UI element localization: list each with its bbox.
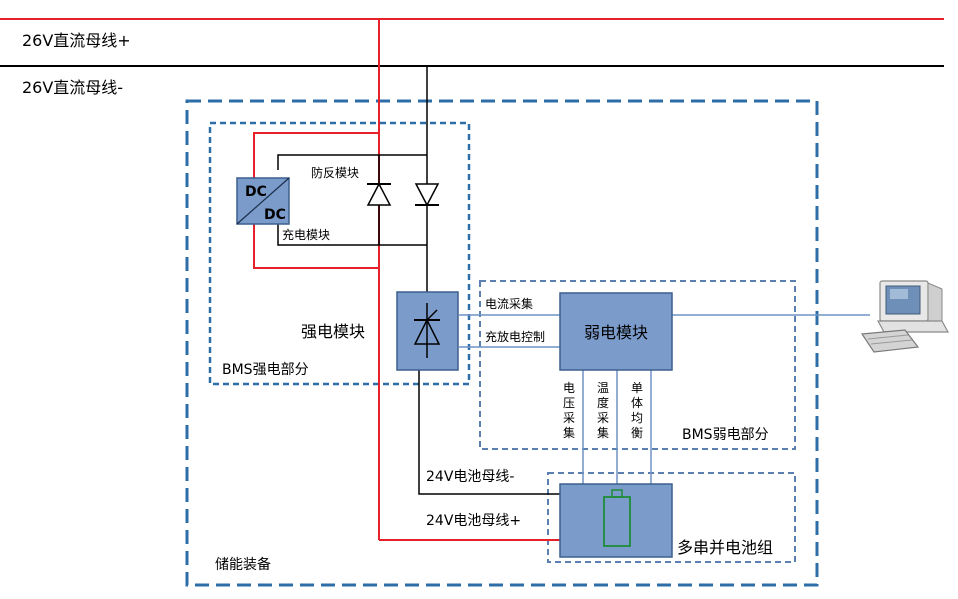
thyristor-icon <box>413 303 441 358</box>
bus-26v-negative-label: 26V直流母线- <box>22 78 123 97</box>
svg-text:体: 体 <box>631 396 643 410</box>
dcdc-converter-icon: DC DC <box>236 177 290 225</box>
svg-text:单: 单 <box>631 381 643 395</box>
svg-text:采: 采 <box>563 411 575 425</box>
svg-text:集: 集 <box>563 425 575 440</box>
storage-equipment-border <box>185 99 819 587</box>
svg-text:均: 均 <box>631 411 643 425</box>
bus-24v-positive-label: 24V电池母线+ <box>426 513 521 529</box>
storage-equipment-label: 储能装备 <box>215 556 271 573</box>
charge-control-label: 充放电控制 <box>485 329 545 344</box>
bms-strong-label: BMS强电部分 <box>222 362 309 378</box>
weak-module-box <box>559 292 673 371</box>
bms-weak-border <box>479 280 796 450</box>
bus-26v-positive-label: 26V直流母线+ <box>22 31 131 50</box>
svg-text:度: 度 <box>597 395 609 410</box>
svg-text:电: 电 <box>563 381 575 395</box>
battery-region-border <box>547 472 796 563</box>
anti-reverse-label: 防反模块 <box>311 165 359 180</box>
strong-module-label: 强电模块 <box>301 322 365 341</box>
current-sampling-label: 电流采集 <box>485 296 533 311</box>
dcdc-bottom-label: DC <box>264 207 286 223</box>
svg-text:温: 温 <box>597 381 609 395</box>
cell-balancing-label: 单 体 均 衡 <box>631 381 643 440</box>
diode-icon <box>414 183 440 207</box>
computer-icon <box>860 280 950 353</box>
diode-icon <box>366 155 392 245</box>
bms-weak-label: BMS弱电部分 <box>682 427 769 443</box>
anti-reverse-wire <box>277 154 427 170</box>
temperature-sampling-label: 温 度 采 集 <box>597 381 609 440</box>
svg-text:压: 压 <box>563 396 575 410</box>
battery-cell-icon <box>603 489 631 547</box>
battery-pack-label: 多串并电池组 <box>677 538 773 557</box>
svg-text:衡: 衡 <box>631 426 643 440</box>
charge-module-label: 充电模块 <box>282 227 330 242</box>
bus-24v-negative-label: 24V电池母线- <box>426 469 514 485</box>
dcdc-top-label: DC <box>245 184 267 200</box>
svg-text:采: 采 <box>597 411 609 425</box>
charge-wire <box>277 224 427 246</box>
voltage-sampling-label: 电 压 采 集 <box>563 381 575 440</box>
negative-to-battery <box>418 370 560 495</box>
weak-module-label: 弱电模块 <box>584 323 648 342</box>
svg-text:集: 集 <box>597 425 609 440</box>
